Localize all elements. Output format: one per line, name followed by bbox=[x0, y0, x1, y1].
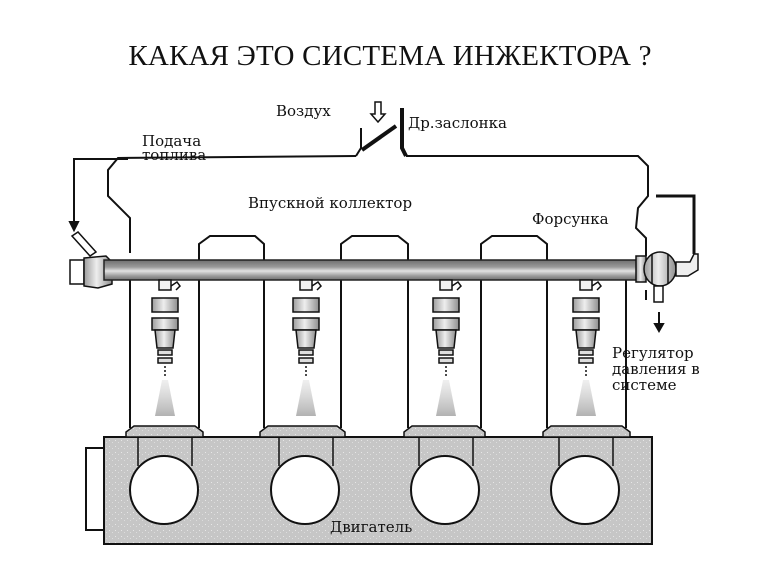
throttle-label: Др.заслонка bbox=[408, 114, 507, 132]
injector-body-mid bbox=[432, 317, 460, 331]
regulator-label-line2: давления в bbox=[612, 360, 700, 378]
injector-body-low bbox=[295, 329, 317, 349]
injector-body-low bbox=[575, 329, 597, 349]
injector-ring bbox=[298, 357, 314, 364]
injector bbox=[432, 279, 462, 376]
engine-block bbox=[85, 425, 653, 545]
cylinder-bore bbox=[129, 455, 199, 525]
regulator-label-line1: Регулятор bbox=[612, 344, 694, 362]
throttle-body bbox=[355, 108, 408, 157]
injector-body-low bbox=[435, 329, 457, 349]
injector-body-mid bbox=[151, 317, 179, 331]
injector-ring bbox=[157, 357, 173, 364]
intake-manifold-label: Впускной коллектор bbox=[248, 194, 413, 212]
injector-body-top bbox=[292, 297, 320, 313]
cylinder-bore bbox=[270, 455, 340, 525]
injector-body-low bbox=[154, 329, 176, 349]
cylinder-head-flange bbox=[403, 425, 486, 438]
injector-ring bbox=[578, 357, 594, 364]
injector-body-top bbox=[432, 297, 460, 313]
fuel-spray bbox=[296, 380, 316, 416]
injector-inlet bbox=[158, 279, 172, 291]
injector-body-mid bbox=[292, 317, 320, 331]
intake-manifold bbox=[107, 155, 649, 428]
injector-ring bbox=[438, 349, 454, 356]
injector-body-top bbox=[151, 297, 179, 313]
injector-ring bbox=[298, 349, 314, 356]
injector-inlet bbox=[579, 279, 593, 291]
engine-block-end-cover bbox=[85, 447, 105, 531]
injector-clip bbox=[591, 280, 602, 291]
injector bbox=[292, 279, 322, 376]
injector-ring bbox=[438, 357, 454, 364]
air-label: Воздух bbox=[276, 102, 331, 120]
fuel-supply-label-line1: Подача bbox=[142, 132, 202, 150]
throttle-plate bbox=[360, 124, 398, 152]
injector-inlet bbox=[299, 279, 313, 291]
regulator-label-line3: системе bbox=[612, 376, 677, 394]
injector-body-top bbox=[572, 297, 600, 313]
injector-inlet bbox=[439, 279, 453, 291]
cylinder-bore bbox=[410, 455, 480, 525]
fuel-spray bbox=[155, 380, 175, 416]
injector-ring bbox=[157, 349, 173, 356]
injector-clip bbox=[311, 280, 322, 291]
cylinder-head-flange bbox=[259, 425, 346, 438]
page-title: КАКАЯ ЭТО СИСТЕМА ИНЖЕКТОРА ? bbox=[128, 40, 652, 72]
injector-body-mid bbox=[572, 317, 600, 331]
fuel-spray bbox=[576, 380, 596, 416]
injectors bbox=[151, 279, 602, 416]
engine-label: Двигатель bbox=[330, 518, 413, 536]
injector bbox=[572, 279, 602, 376]
injector-label: Форсунка bbox=[532, 210, 609, 228]
cylinder-bore bbox=[550, 455, 620, 525]
injector-clip bbox=[170, 280, 181, 291]
cylinder-head-flange bbox=[542, 425, 631, 438]
injector-clip bbox=[451, 280, 462, 291]
return-arrow-icon bbox=[653, 312, 665, 334]
pressure-regulator bbox=[635, 194, 699, 303]
fuel-supply-arrow bbox=[68, 158, 128, 233]
fuel-rail bbox=[103, 259, 641, 281]
injector bbox=[151, 279, 181, 376]
fuel-supply-label-line2: топлива bbox=[142, 146, 207, 164]
fuel-spray bbox=[436, 380, 456, 416]
cylinder-head-flange bbox=[125, 425, 204, 438]
injector-ring bbox=[578, 349, 594, 356]
air-arrow-icon bbox=[369, 101, 387, 124]
